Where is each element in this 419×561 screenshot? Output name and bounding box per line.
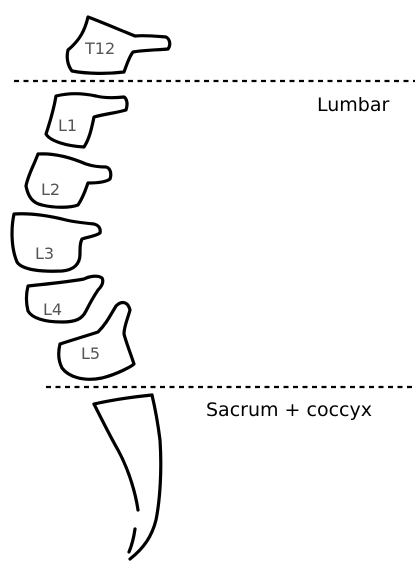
region-label-lumbar: Lumbar bbox=[317, 94, 390, 116]
vertebra-l4-outline bbox=[27, 276, 103, 322]
vertebra-label-l3: L3 bbox=[35, 244, 54, 263]
vertebra-l3-outline bbox=[12, 214, 100, 271]
sacrum-left-edge bbox=[94, 404, 138, 510]
vertebra-label-l4: L4 bbox=[43, 300, 62, 319]
vertebra-l1: L1 bbox=[46, 94, 127, 147]
vertebra-label-l5: L5 bbox=[81, 344, 100, 363]
vertebra-l2: L2 bbox=[26, 154, 111, 207]
vertebra-label-t12: T12 bbox=[84, 39, 115, 58]
coccyx-left-tail bbox=[129, 529, 135, 552]
vertebra-label-l2: L2 bbox=[41, 180, 60, 199]
vertebra-label-l1: L1 bbox=[58, 116, 77, 135]
vertebra-t12: T12 bbox=[67, 17, 170, 73]
sacrum-coccyx bbox=[94, 395, 161, 559]
vertebra-l4: L4 bbox=[27, 276, 103, 322]
vertebra-t12-outline bbox=[67, 17, 170, 73]
sacrum-top-edge bbox=[94, 395, 152, 404]
region-label-sacrum: Sacrum + coccyx bbox=[206, 399, 372, 421]
vertebra-l2-outline bbox=[26, 154, 111, 207]
vertebra-l3: L3 bbox=[12, 214, 100, 271]
